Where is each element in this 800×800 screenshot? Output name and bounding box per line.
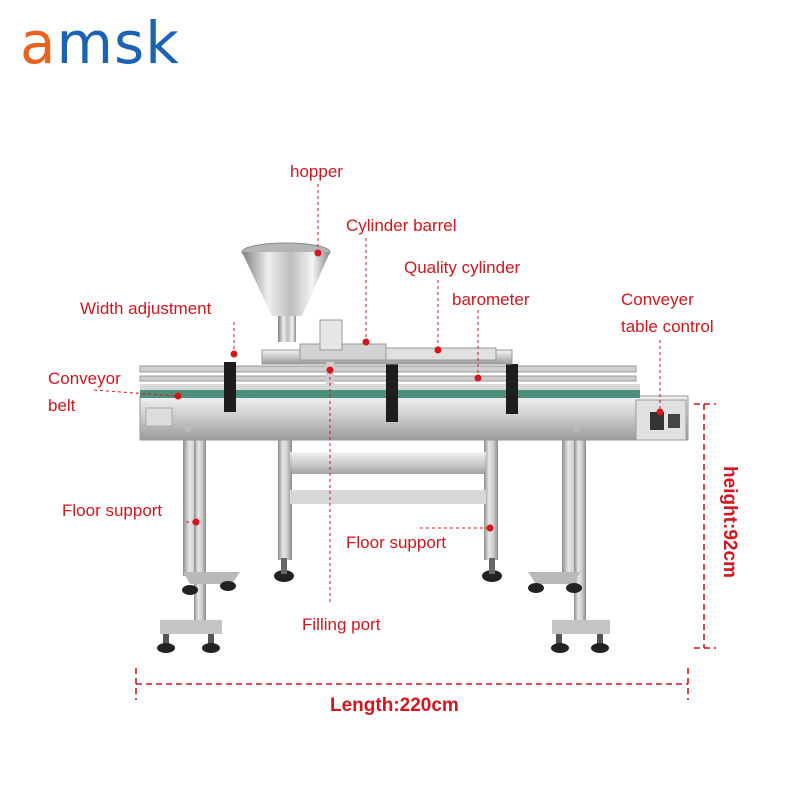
label-conveyor-belt-line2: belt [48,396,76,415]
right-floor-support [528,436,610,653]
label-hopper: hopper [290,162,343,181]
label-barometer: barometer [452,290,530,309]
guide-clamps [224,362,518,422]
logo-letters-msk: msk [56,9,180,77]
label-floor-support-center: Floor support [346,533,447,552]
dimension-length-label: Length:220cm [330,695,459,716]
left-floor-support [157,436,240,653]
label-floor-support-left: Floor support [62,501,163,520]
label-quality-cylinder: Quality cylinder [404,258,521,277]
filling-assembly [261,319,513,384]
center-floor-support [274,438,502,582]
hopper [241,242,331,342]
leader-lines [93,184,661,602]
label-conveyer-control-line1: Conveyer [621,290,694,309]
label-filling-port: Filling port [302,615,381,634]
label-conveyor-belt-line1: Conveyor [48,369,121,388]
label-width-adjustment: Width adjustment [80,299,212,318]
conveyor-table [139,365,689,441]
dimension-height-label: height:92cm [719,466,740,578]
label-cylinder-barrel: Cylinder barrel [346,216,457,235]
dimension-lines [135,403,716,700]
annotation-dots [174,249,664,532]
logo-letter-a: a [20,9,57,77]
label-conveyer-control-line2: table control [621,317,714,336]
brand-logo: amsk [20,14,180,72]
